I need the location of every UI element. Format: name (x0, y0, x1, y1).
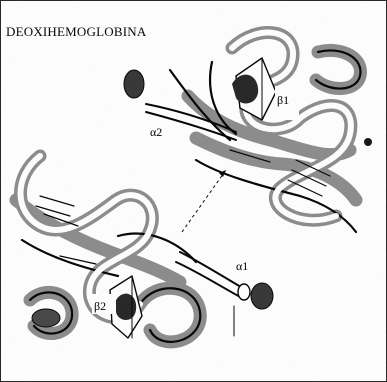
label-beta1: β1 (277, 93, 289, 107)
label-alpha1: α1 (236, 259, 248, 273)
label-beta2: β2 (94, 299, 106, 313)
label-alpha2: α2 (150, 125, 162, 139)
